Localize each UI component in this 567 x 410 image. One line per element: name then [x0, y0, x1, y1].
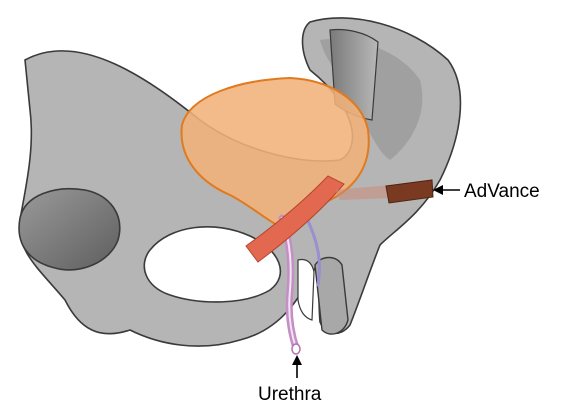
acetabulum [19, 189, 120, 270]
advance-label: AdVance [464, 181, 540, 202]
urethra-label: Urethra [258, 384, 322, 405]
urethra-arrow-head [292, 355, 302, 365]
ramus-gap [298, 260, 314, 321]
urethra-meatus [292, 344, 300, 354]
